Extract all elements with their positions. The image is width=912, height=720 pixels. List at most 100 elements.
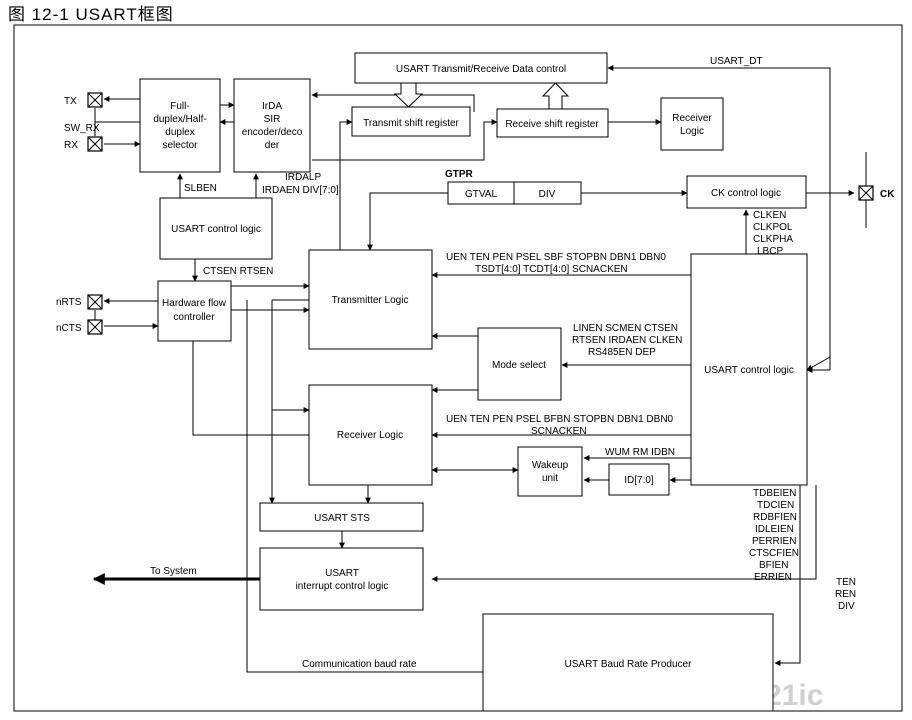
svg-text:RTSEN IRDAEN CLKEN: RTSEN IRDAEN CLKEN — [572, 335, 682, 346]
svg-text:CLKPOL: CLKPOL — [753, 222, 793, 233]
svg-text:UEN TEN PEN PSEL SBF STOPBN DB: UEN TEN PEN PSEL SBF STOPBN DBN1 DBN0 — [446, 252, 666, 263]
label-ctsen-rtsen: CTSEN RTSEN — [203, 266, 273, 277]
svg-text:TEN: TEN — [836, 577, 856, 588]
signal-lines — [92, 65, 867, 673]
svg-text:Transmitter Logic: Transmitter Logic — [332, 295, 409, 306]
svg-text:DIV: DIV — [838, 601, 855, 612]
label-mode-bits: LINEN SCMEN CTSEN RTSEN IRDAEN CLKEN RS4… — [572, 323, 682, 358]
label-irdaen: IRDAEN DIV[7:0] — [262, 185, 339, 196]
svg-text:SCNACKEN: SCNACKEN — [531, 426, 587, 437]
svg-text:CLKEN: CLKEN — [753, 210, 786, 221]
block-gtpr: GTPR GTVAL DIV — [445, 169, 582, 205]
block-receiver-logic: Receiver Logic — [308, 384, 433, 486]
svg-text:USART STS: USART STS — [314, 513, 370, 524]
svg-text:der: der — [265, 140, 280, 151]
svg-text:selector: selector — [162, 140, 198, 151]
block-transmit-shift-register: Transmit shift register — [351, 106, 471, 137]
label-irdalp: IRDALP — [285, 172, 321, 183]
svg-text:USART control logic: USART control logic — [704, 365, 794, 376]
label-interrupt-bits: TDBEIEN TDCIEN RDBFIEN IDLEIEN PERRIEN C… — [749, 488, 799, 583]
svg-text:RS485EN DEP: RS485EN DEP — [588, 347, 656, 358]
svg-text:LBCP: LBCP — [757, 246, 783, 257]
block-usart-control-logic-right: USART control logic — [690, 253, 808, 486]
pin-label-rx: RX — [64, 140, 78, 151]
svg-text:TDCIEN: TDCIEN — [757, 500, 794, 511]
svg-text:REN: REN — [835, 589, 856, 600]
svg-text:PERRIEN: PERRIEN — [752, 536, 796, 547]
svg-text:TSDT[4:0] TCDT[4:0] SCNACKEN: TSDT[4:0] TCDT[4:0] SCNACKEN — [475, 264, 628, 275]
svg-text:UEN TEN PEN PSEL BFBN STOPBN: UEN TEN PEN PSEL BFBN STOPBN DBN1 DBN0 — [446, 414, 674, 425]
svg-text:encoder/deco: encoder/deco — [242, 127, 303, 138]
watermark-logo: 21ic — [765, 679, 823, 712]
block-usart-control-logic-left: USART control logic — [159, 197, 273, 260]
svg-text:Wakeup: Wakeup — [532, 460, 569, 471]
label-communication-baud-rate: Communication baud rate — [302, 659, 417, 670]
svg-text:USART control logic: USART control logic — [171, 224, 261, 235]
label-slben: SLBEN — [184, 183, 217, 194]
svg-text:IDLEIEN: IDLEIEN — [755, 524, 794, 535]
svg-text:Mode select: Mode select — [492, 360, 546, 371]
svg-text:Logic: Logic — [680, 126, 704, 137]
svg-text:interrupt control logic: interrupt control logic — [296, 581, 389, 592]
svg-text:CK control logic: CK control logic — [711, 188, 781, 199]
svg-text:USART Transmit/Receive Data co: USART Transmit/Receive Data control — [396, 64, 566, 75]
block-receive-shift-register: Receive shift register — [496, 108, 609, 138]
svg-text:GTVAL: GTVAL — [465, 189, 497, 200]
svg-text:ERRIEN: ERRIEN — [754, 572, 792, 583]
block-data-control: USART Transmit/Receive Data control — [354, 52, 608, 84]
svg-text:IrDA: IrDA — [262, 101, 282, 112]
pin-label-tx: TX — [64, 96, 77, 107]
block-receiver-logic-small: Receiver Logic — [660, 97, 724, 151]
svg-text:unit: unit — [542, 473, 558, 484]
block-irda-codec: IrDA SIR encoder/deco der — [233, 78, 311, 173]
svg-text:CLKPHA: CLKPHA — [753, 234, 793, 245]
svg-text:Receiver: Receiver — [672, 113, 712, 124]
svg-text:USART Baud Rate Producer: USART Baud Rate Producer — [565, 659, 693, 670]
svg-text:Hardware flow: Hardware flow — [162, 298, 227, 309]
pin-ncts — [87, 319, 103, 335]
pin-nrts — [87, 294, 103, 310]
label-ck-bits: CLKEN CLKPOL CLKPHA LBCP — [753, 210, 793, 257]
svg-text:CTSCFIEN: CTSCFIEN — [749, 548, 799, 559]
svg-text:Transmit shift register: Transmit shift register — [363, 118, 459, 129]
block-id: ID[7:0] — [608, 463, 670, 496]
figure-caption: 图 12-1 USART框图 — [8, 5, 174, 24]
block-wakeup-unit: Wakeup unit — [517, 446, 583, 497]
label-to-system: To System — [150, 566, 197, 577]
svg-text:controller: controller — [173, 312, 215, 323]
label-wum-rm-idbn: WUM RM IDBN — [605, 447, 675, 458]
svg-text:BFIEN: BFIEN — [759, 560, 788, 571]
block-usart-sts: USART STS — [259, 502, 424, 532]
svg-text:TDBEIEN: TDBEIEN — [753, 488, 796, 499]
label-usart-dt: USART_DT — [710, 56, 763, 67]
pin-label-sw-rx: SW_RX — [64, 123, 100, 134]
pin-tx — [87, 92, 103, 108]
block-interrupt-control-logic: USART interrupt control logic — [259, 547, 424, 611]
block-mode-select: Mode select — [477, 327, 562, 401]
block-ck-control-logic: CK control logic — [686, 175, 807, 209]
svg-text:DIV: DIV — [539, 189, 556, 200]
label-ten-ren-div: TEN REN DIV — [835, 577, 856, 612]
label-rx-bits: UEN TEN PEN PSEL BFBN STOPBN DBN1 DBN0 S… — [446, 414, 674, 437]
svg-text:LINEN SCMEN CTSEN: LINEN SCMEN CTSEN — [573, 323, 678, 334]
svg-text:duplex: duplex — [165, 127, 194, 138]
svg-text:GTPR: GTPR — [445, 169, 474, 180]
block-baud-rate-producer: USART Baud Rate Producer — [482, 613, 774, 712]
block-hardware-flow-controller: Hardware flow controller — [157, 280, 232, 342]
pin-ck — [858, 185, 874, 201]
svg-text:SIR: SIR — [264, 114, 281, 125]
svg-text:Receive shift register: Receive shift register — [505, 119, 599, 130]
svg-text:USART: USART — [325, 568, 359, 579]
svg-text:duplex/Half-: duplex/Half- — [153, 114, 206, 125]
svg-text:ID[7:0]: ID[7:0] — [624, 475, 654, 486]
svg-text:RDBFIEN: RDBFIEN — [753, 512, 797, 523]
block-transmitter-logic: Transmitter Logic — [308, 249, 433, 350]
block-duplex-selector: Full- duplex/Half- duplex selector — [139, 78, 221, 173]
pin-rx — [87, 136, 103, 152]
label-tx-bits: UEN TEN PEN PSEL SBF STOPBN DBN1 DBN0 TS… — [446, 252, 666, 275]
svg-text:Full-: Full- — [170, 101, 189, 112]
svg-text:Receiver Logic: Receiver Logic — [337, 430, 403, 441]
pin-label-nrts: nRTS — [56, 297, 82, 308]
pin-label-ncts: nCTS — [56, 323, 82, 334]
